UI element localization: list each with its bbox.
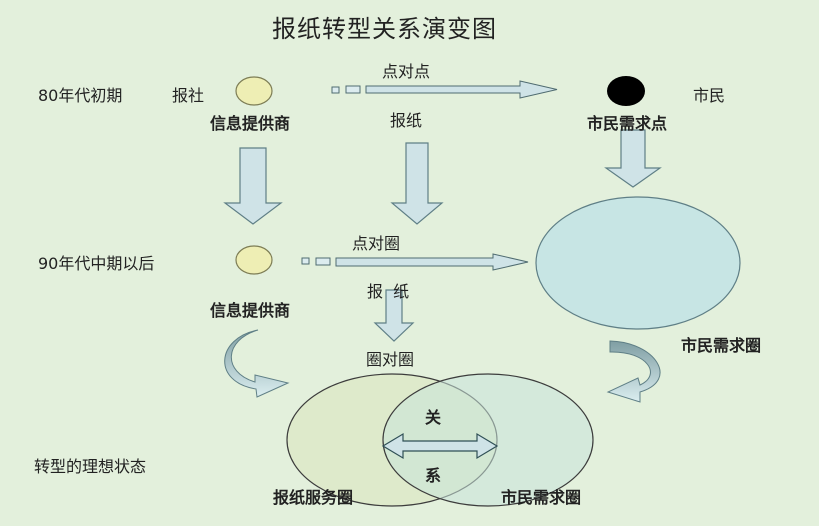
point-to-circle-label: 点对圈 (352, 234, 401, 253)
provider-label-1980s: 信息提供商 (210, 114, 291, 133)
relation-double-arrow (381, 432, 499, 460)
diagram-title: 报纸转型关系演变图 (272, 15, 497, 43)
dash-4 (315, 257, 331, 266)
down-arrow-newspaper (390, 142, 444, 225)
down-arrow-circle-to-circle (373, 289, 415, 342)
point-to-point-arrow (365, 80, 558, 99)
dash-1 (331, 86, 340, 94)
relation-char-bottom: 系 (425, 466, 442, 485)
ideal-state-label: 转型的理想状态 (34, 457, 147, 476)
down-arrow-provider (223, 147, 283, 225)
citizen-label: 市民 (693, 86, 726, 105)
citizen-node-1980s (607, 76, 645, 106)
era-1990s-label: 90年代中期以后 (38, 254, 155, 273)
citizen-demand-point-label: 市民需求点 (587, 114, 668, 133)
down-arrow-demand (604, 129, 662, 188)
newspaper-label-2: 报 纸 (367, 282, 410, 301)
newspaper-service-circle-label: 报纸服务圈 (273, 488, 354, 507)
citizen-demand-circle (535, 196, 741, 330)
point-to-circle-arrow (335, 253, 529, 271)
newspaper-label-1: 报纸 (390, 111, 423, 130)
circle-to-circle-label: 圈对圈 (366, 350, 415, 369)
curved-arrow-left (224, 329, 290, 398)
citizen-demand-circle-label: 市民需求圈 (681, 336, 762, 355)
provider-label-1990s: 信息提供商 (210, 301, 291, 320)
provider-node-1980s (235, 76, 273, 106)
dash-3 (301, 257, 310, 265)
dash-2 (345, 85, 361, 94)
era-1980s-label: 80年代初期 (38, 86, 123, 105)
relation-char-top: 关 (425, 408, 442, 427)
citizen-demand-circle-venn-label: 市民需求圈 (501, 488, 582, 507)
provider-node-1990s (235, 245, 273, 275)
curved-arrow-right (606, 340, 661, 403)
point-to-point-label: 点对点 (382, 62, 431, 81)
newspaper-agency-label: 报社 (172, 86, 205, 105)
